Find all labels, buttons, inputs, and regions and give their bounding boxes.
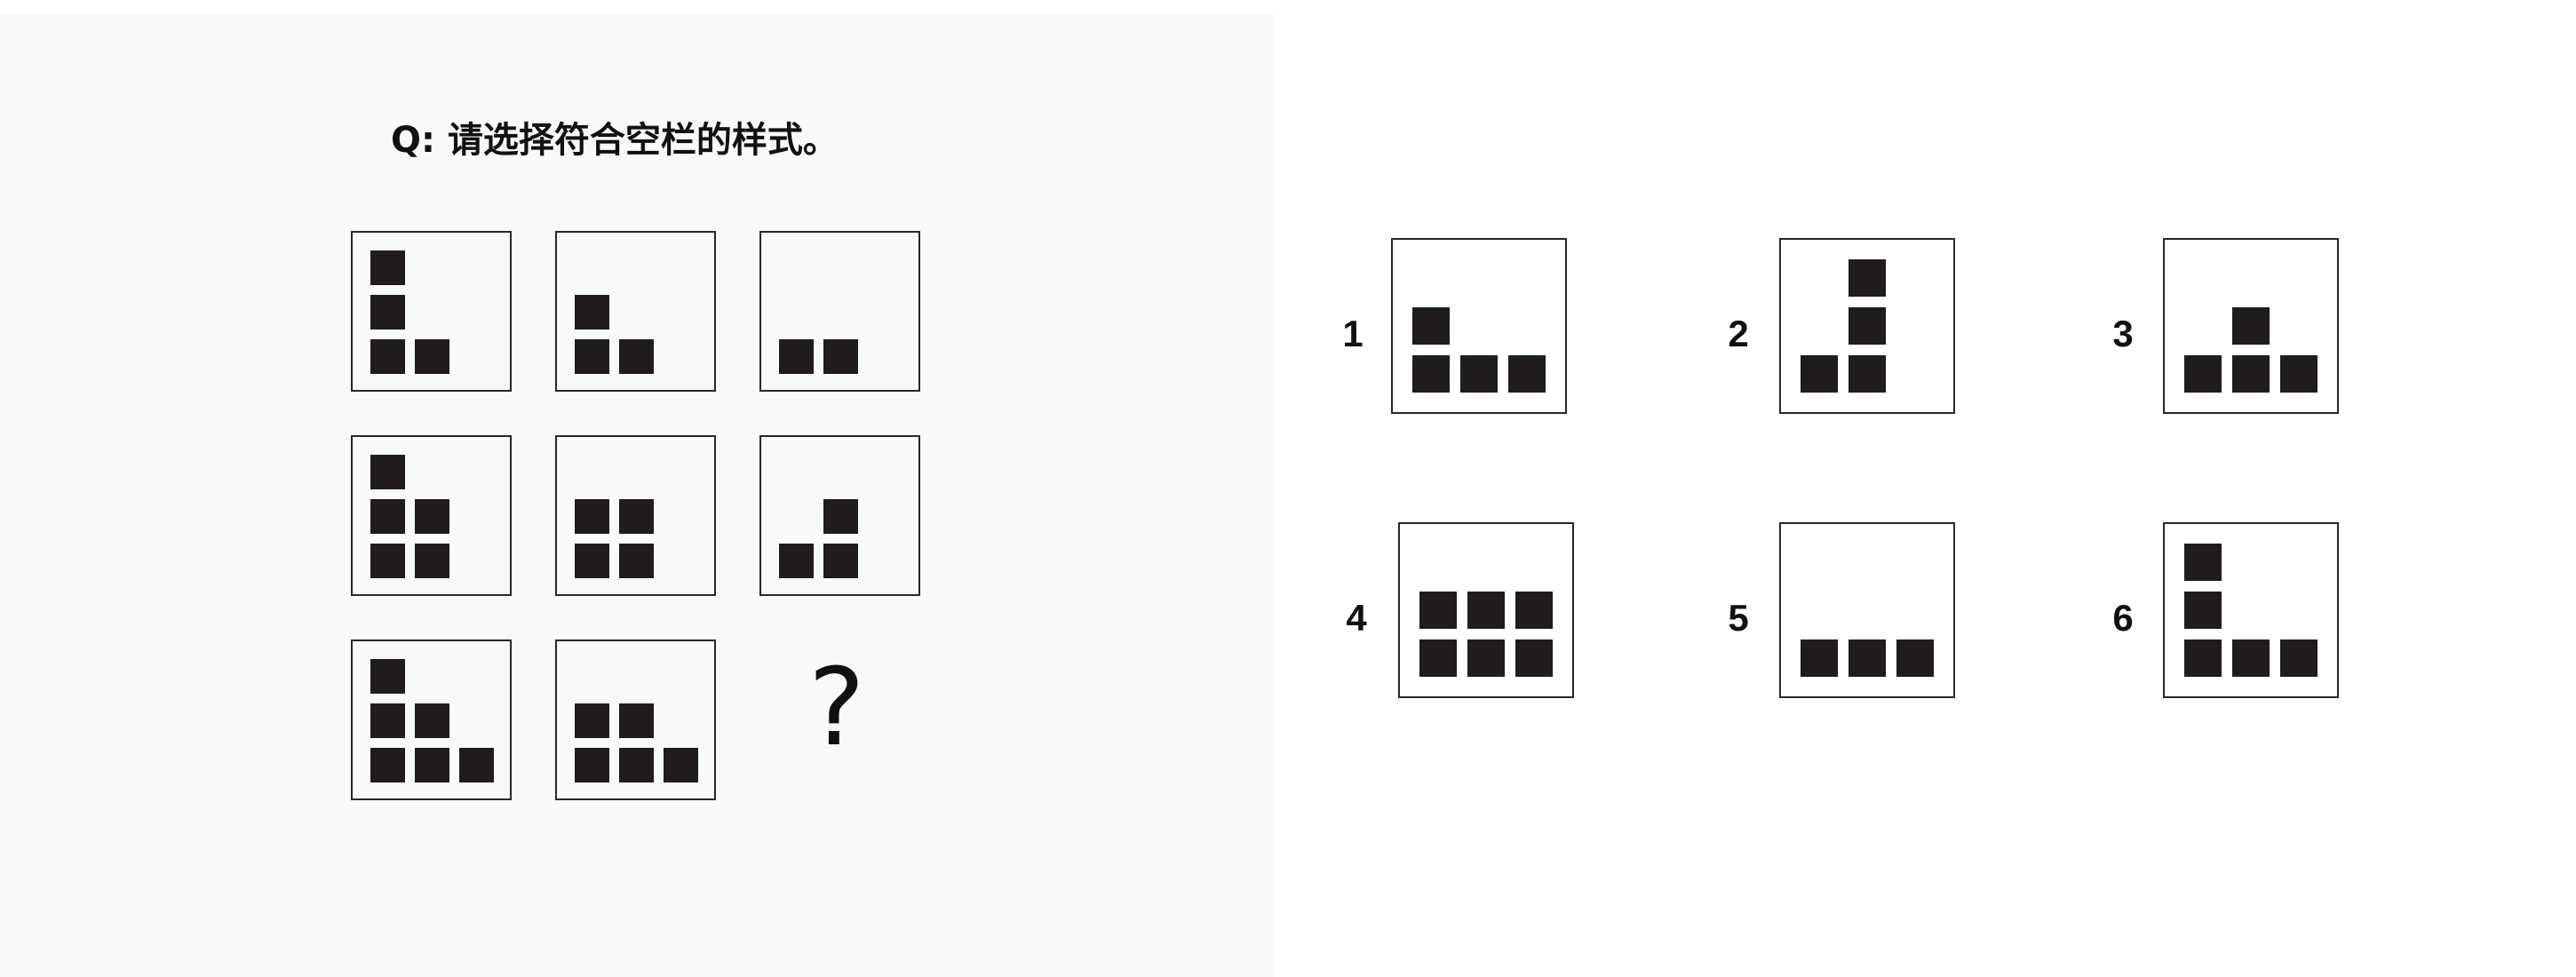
block [1467,592,1505,629]
block [575,703,609,738]
block [575,748,609,782]
block [619,748,654,782]
block [459,748,494,782]
block [1515,639,1553,677]
block [370,659,405,694]
option-6[interactable] [2163,522,2339,698]
option-number-2: 2 [1728,313,1749,354]
option-2[interactable] [1779,238,1955,414]
block [1515,592,1553,629]
option-1[interactable] [1391,238,1567,414]
block [370,455,405,489]
option-number-5: 5 [1728,597,1749,639]
block [779,544,814,578]
puzzle-cell [759,231,920,392]
puzzle-cell [555,435,716,596]
block [370,499,405,534]
block [1508,355,1546,393]
block [1412,355,1450,393]
block [1801,355,1838,393]
block [2184,639,2222,677]
block [664,748,698,782]
block [1849,259,1886,297]
block [415,499,449,534]
block [370,295,405,330]
puzzle-cell [351,231,512,392]
option-number-6: 6 [2112,597,2134,639]
block [415,544,449,578]
block [2232,307,2270,345]
block [1849,307,1886,345]
block [1412,307,1450,345]
option-5[interactable] [1779,522,1955,698]
block [2280,355,2318,393]
block [2184,355,2222,393]
block [619,703,654,738]
block [370,544,405,578]
block [1849,355,1886,393]
block [575,295,609,330]
block [619,339,654,374]
block [370,748,405,782]
block [370,339,405,374]
puzzle-cell [351,435,512,596]
block [415,703,449,738]
block [415,339,449,374]
block [1467,639,1505,677]
option-number-4: 4 [1346,597,1367,639]
block [1460,355,1498,393]
block [370,703,405,738]
puzzle-cell [759,435,920,596]
block [1419,639,1457,677]
block [2184,592,2222,629]
block [1801,639,1838,677]
puzzle-cell [351,639,512,800]
puzzle-cell [555,639,716,800]
block [575,544,609,578]
block [779,339,814,374]
missing-cell-question-mark: ? [808,647,865,770]
block [575,499,609,534]
block [1419,592,1457,629]
block [823,544,858,578]
block [2184,544,2222,581]
option-number-3: 3 [2112,313,2134,354]
block [575,339,609,374]
block [619,544,654,578]
block [2232,355,2270,393]
block [2232,639,2270,677]
block [823,499,858,534]
block [619,499,654,534]
option-number-1: 1 [1342,313,1364,354]
block [2280,639,2318,677]
block [370,250,405,285]
block [415,748,449,782]
option-4[interactable] [1398,522,1574,698]
question-title: Q: 请选择符合空栏的样式。 [391,120,839,161]
option-3[interactable] [2163,238,2339,414]
block [1896,639,1934,677]
block [1849,639,1886,677]
puzzle-cell [555,231,716,392]
block [823,339,858,374]
